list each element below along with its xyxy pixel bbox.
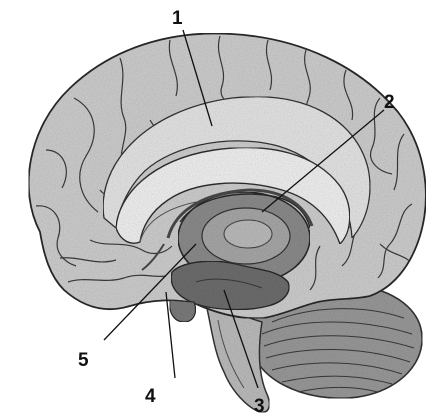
label-3: 3 — [254, 396, 265, 417]
label-2: 2 — [384, 92, 395, 113]
label-4: 4 — [145, 386, 156, 407]
pituitary-region — [170, 300, 196, 322]
label-5: 5 — [78, 350, 89, 371]
label-1: 1 — [172, 8, 183, 29]
